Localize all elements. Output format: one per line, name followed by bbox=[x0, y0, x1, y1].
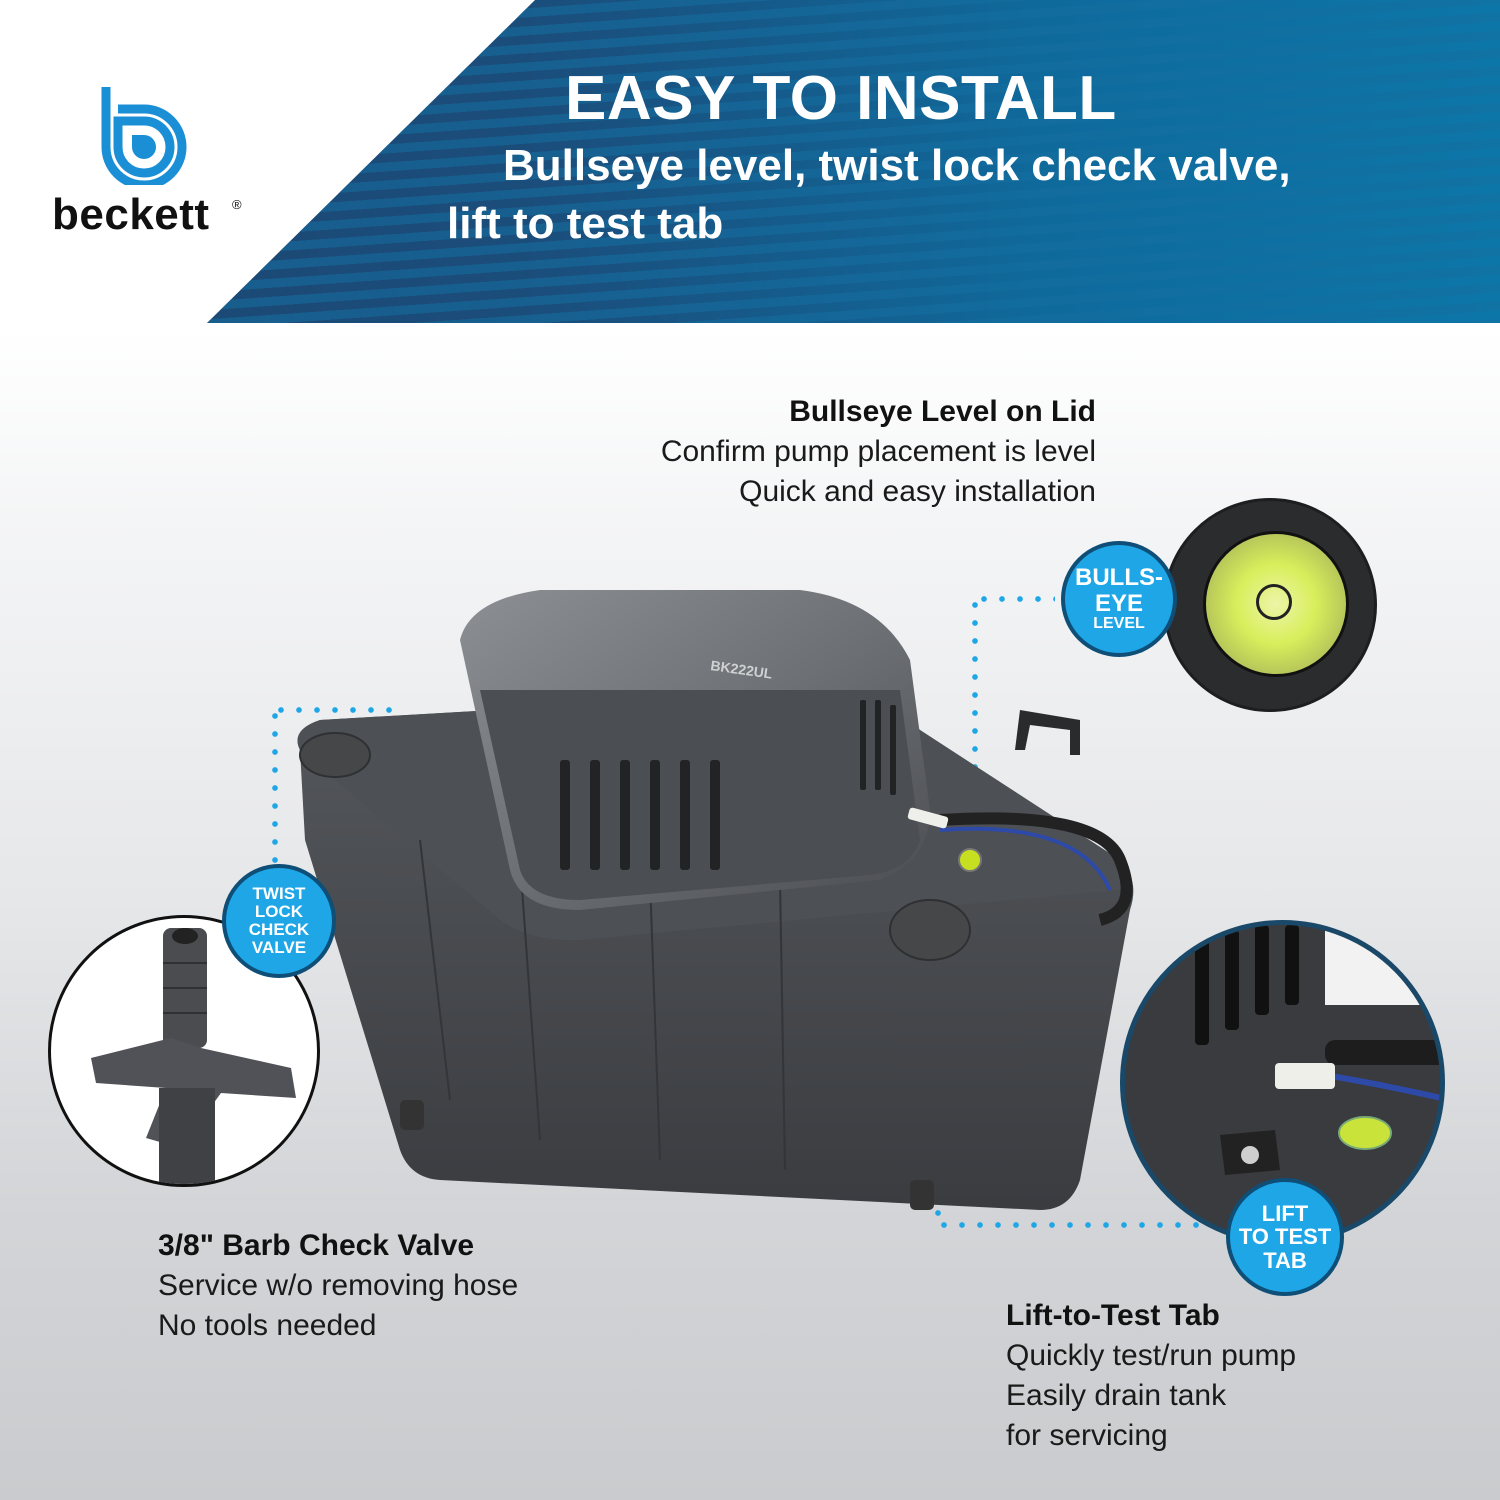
connector-bullseye bbox=[975, 596, 1055, 602]
callout-lift-tab: Lift-to-Test Tab Quickly test/run pump E… bbox=[1006, 1296, 1296, 1456]
lift-to-test-tab-closeup bbox=[1120, 920, 1445, 1245]
connector-bullseye-vertical bbox=[972, 596, 978, 896]
callout-check-valve: 3/8" Barb Check Valve Service w/o removi… bbox=[158, 1226, 518, 1346]
callout-lift-tab-heading: Lift-to-Test Tab bbox=[1006, 1299, 1220, 1332]
callout-bullseye: Bullseye Level on Lid Confirm pump place… bbox=[661, 392, 1096, 512]
badge-bullseye-level: BULLS- EYE LEVEL bbox=[1061, 541, 1177, 657]
check-valve-icon bbox=[91, 928, 296, 1184]
registered-mark: ® bbox=[232, 197, 242, 212]
banner-subtitle-line2: lift to test tab bbox=[447, 199, 724, 248]
callout-check-valve-heading: 3/8" Barb Check Valve bbox=[158, 1229, 475, 1262]
brand-logo: beckett ® bbox=[52, 85, 252, 245]
brand-name: beckett bbox=[52, 190, 210, 239]
condensate-pump-image: BK222UL bbox=[297, 590, 1134, 1210]
banner-subtitle-line1: Bullseye level, twist lock check valve, bbox=[503, 141, 1291, 190]
callout-lift-tab-line: Easily drain tank bbox=[1006, 1379, 1227, 1412]
beckett-b-icon bbox=[101, 87, 187, 185]
callout-check-valve-line: No tools needed bbox=[158, 1309, 377, 1342]
connector-twist-lock bbox=[272, 707, 402, 713]
badge-twist-lock-check-valve: TWIST LOCK CHECK VALVE bbox=[222, 864, 336, 978]
badge-lift-to-test-tab: LIFT TO TEST TAB bbox=[1226, 1178, 1344, 1296]
callout-lift-tab-line: for servicing bbox=[1006, 1419, 1168, 1452]
banner-title: EASY TO INSTALL bbox=[565, 64, 1117, 133]
callout-bullseye-line: Quick and easy installation bbox=[739, 475, 1096, 508]
lift-tab-detail bbox=[1195, 925, 1440, 1175]
level-vial bbox=[1203, 531, 1349, 677]
bullseye-level-closeup bbox=[1163, 498, 1377, 712]
callout-lift-tab-line: Quickly test/run pump bbox=[1006, 1339, 1297, 1372]
callout-bullseye-heading: Bullseye Level on Lid bbox=[789, 395, 1096, 428]
connector-lift-tab bbox=[935, 1222, 1225, 1228]
level-bubble-ring bbox=[1256, 584, 1292, 620]
connector-twist-lock-vertical bbox=[272, 707, 278, 872]
callout-check-valve-line: Service w/o removing hose bbox=[158, 1269, 519, 1302]
callout-bullseye-line: Confirm pump placement is level bbox=[660, 435, 1096, 468]
